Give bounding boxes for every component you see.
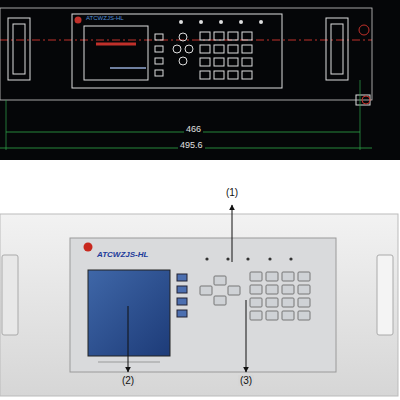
callout-number: (2) [120, 375, 136, 386]
device-photo [0, 205, 398, 396]
dimension: 495.6 [178, 141, 205, 151]
model-name: ATCWZJS-HL [95, 251, 150, 260]
callout-number: (3) [238, 375, 254, 386]
model-name: ATCWZJS-HL [84, 15, 126, 22]
dimension: 466 [184, 125, 203, 135]
callout-number: (1) [224, 187, 240, 198]
cad-drawing [0, 0, 400, 160]
